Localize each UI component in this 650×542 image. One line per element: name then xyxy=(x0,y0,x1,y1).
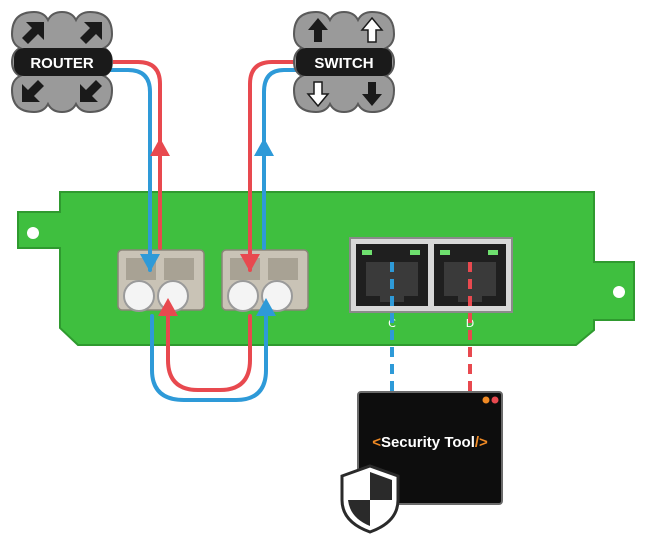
arrow-up-blue-bottom xyxy=(256,298,276,316)
shield-icon xyxy=(340,464,400,534)
led-c xyxy=(362,250,372,255)
path-arrows xyxy=(140,138,276,316)
arrow-up-blue-switch xyxy=(254,138,274,156)
tap-board xyxy=(17,191,635,346)
led-d xyxy=(440,250,450,255)
arrow-up-red-router xyxy=(150,138,170,156)
bracket-open: < xyxy=(372,434,381,451)
fiber-port-block-right xyxy=(221,249,309,312)
window-dot-red xyxy=(491,396,499,404)
router-blue-path xyxy=(102,68,152,272)
arrow-up-red-bottom xyxy=(158,298,178,316)
arrow-down-red-switch xyxy=(240,254,260,272)
bottom-red-loop xyxy=(166,314,252,392)
rj45-port-block xyxy=(349,237,513,313)
router-red-path xyxy=(102,60,162,250)
tool-name: Security Tool xyxy=(381,434,475,451)
window-dot-orange xyxy=(482,396,490,404)
mount-hole-left xyxy=(27,227,39,239)
bottom-blue-loop xyxy=(150,314,268,402)
switch-label: SWITCH xyxy=(314,55,373,72)
switch-red-path xyxy=(248,60,314,272)
port-d-label: D xyxy=(466,317,474,330)
port-c-label: C xyxy=(388,317,396,330)
arrow-down-blue-router xyxy=(140,254,160,272)
fiber-paths xyxy=(102,60,314,402)
fiber-port-block-left xyxy=(117,249,205,312)
mount-hole-right xyxy=(613,286,625,298)
monitor-lines xyxy=(390,262,472,400)
security-tool-label: <Security Tool/> xyxy=(372,434,488,451)
router-icon: ROUTER xyxy=(10,10,114,114)
bracket-close: /> xyxy=(475,434,488,451)
switch-blue-path xyxy=(262,68,314,250)
switch-icon: SWITCH xyxy=(292,10,396,114)
router-label: ROUTER xyxy=(30,55,94,72)
